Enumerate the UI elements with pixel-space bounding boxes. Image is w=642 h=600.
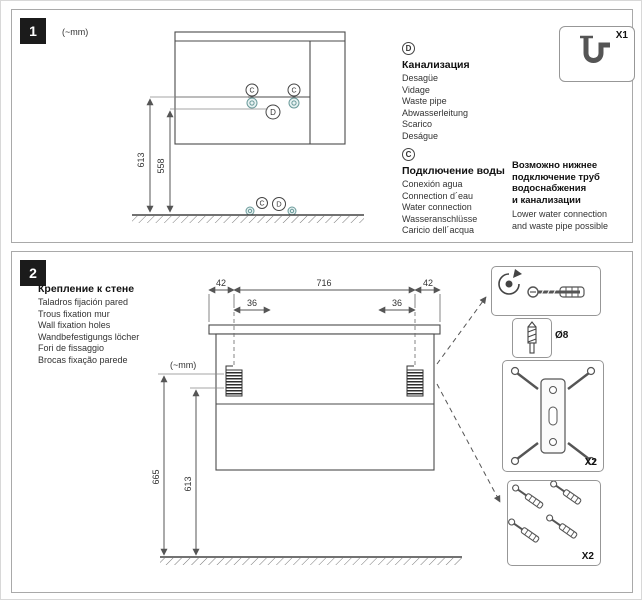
floor-connection-markers: C D: [245, 197, 297, 216]
drain-title: Канализация: [402, 59, 470, 71]
dim-665-label: 665: [151, 469, 161, 484]
ground-hatch-2: [160, 556, 462, 565]
svg-text:C: C: [249, 88, 254, 95]
height-dimensions: [150, 96, 268, 110]
detail-arrows: [436, 296, 501, 503]
note-title: водоснабжения: [512, 183, 587, 194]
water-translation: Conexión agua: [402, 179, 463, 189]
water-translation: Wasseranschlüsse: [402, 213, 478, 224]
drill-bit-icon: [527, 321, 537, 354]
fixation-translation: Wall fixation holes: [38, 320, 111, 330]
dim-716-label: 716: [316, 278, 331, 288]
drain-legend: D Канализация Desagüe Vidage Waste pipe …: [402, 38, 520, 142]
drain-translation: Abwasserleitung: [402, 107, 469, 118]
water-translation: Caricio dell´acqua: [402, 225, 475, 235]
press-turn-icon: [498, 269, 585, 298]
lower-connection-note: Возможно нижнее подключение труб водосна…: [512, 160, 630, 232]
fixation-translation: Trous fixation mur: [38, 308, 110, 319]
dim-613-label: 613: [136, 152, 146, 167]
connection-height-drawing: C C D 613 558 C D: [132, 31, 364, 223]
svg-text:D: D: [276, 200, 282, 209]
siphon-icon: [580, 35, 610, 63]
units-label-2: (~mm): [170, 360, 196, 370]
fixation-translation: Taladros fijación pared: [38, 297, 129, 307]
dim-36-right-label: 36: [392, 298, 402, 308]
drain-translation: Waste pipe: [402, 96, 447, 106]
dim-36-left-label: 36: [247, 298, 257, 308]
dim-42-left-label: 42: [216, 278, 226, 288]
wall-fixation-drawing: 42 716 42 36 36 (~mm) 665 613: [151, 278, 501, 565]
anchor-count-label: X2: [581, 551, 594, 562]
svg-text:D: D: [270, 108, 276, 117]
fixation-translation: Wandbefestigungs löcher: [38, 331, 140, 342]
water-legend: C Подключение воды Conexión agua Connect…: [402, 144, 522, 237]
vanity-front-outline: [208, 324, 441, 471]
water-fitting-icons: [246, 97, 300, 109]
siphon-kit-box: X1: [559, 26, 635, 82]
note-title: и канализации: [512, 194, 581, 206]
bracket-count-label: X2: [584, 457, 597, 468]
panel-2-wall-fixation: 2 Крепление к стене Taladros fijación pa…: [11, 251, 633, 593]
drill-detail-box: [512, 318, 552, 358]
water-title: Подключение воды: [402, 165, 505, 177]
note-translation: and waste pipe possible: [512, 220, 609, 231]
anchors-detail-box: X2: [507, 480, 601, 566]
dim-42-right-label: 42: [423, 278, 433, 288]
drain-translation: Desagüe: [402, 73, 439, 83]
note-title: Возможно нижнее: [512, 160, 598, 171]
bracket-screws-icon: [510, 366, 596, 466]
fixation-translation: Brocas fixação parede: [38, 354, 128, 365]
kit-count-label: X1: [615, 30, 628, 41]
svg-text:C: C: [291, 88, 296, 95]
ground-hatch: [132, 214, 364, 223]
width-dimensions: [208, 294, 441, 322]
bracket-detail-box: X2: [502, 360, 604, 472]
drain-translation: Scarico: [402, 119, 433, 129]
fixation-translation: Fori de fissaggio: [38, 343, 105, 353]
panel-1-connections: 1 (~mm): [11, 9, 635, 243]
step-number-1: 1: [20, 18, 46, 44]
height-dimension-extensions: [158, 373, 224, 389]
drain-translation: Deságue: [402, 130, 439, 141]
vanity-cabinet-outline: [174, 31, 346, 145]
bracket-leader-lines: [233, 312, 416, 368]
dim-613-label-2: 613: [183, 476, 193, 491]
water-translation: Water connection: [402, 202, 472, 212]
note-translation: Lower water connection: [512, 209, 608, 219]
svg-text:C: C: [259, 200, 264, 207]
drain-marker-icon: D: [402, 42, 415, 55]
water-translation: Connection d´eau: [402, 190, 474, 201]
drain-translation: Vidage: [402, 84, 430, 95]
units-label-1: (~mm): [62, 27, 89, 37]
wall-fixation-legend: Крепление к стене Taladros fijación pare…: [38, 280, 198, 366]
fixation-title: Крепление к стене: [38, 283, 135, 295]
step-number-2: 2: [20, 260, 46, 286]
connection-markers: C C D: [245, 83, 301, 120]
note-title: подключение труб: [512, 171, 600, 183]
mounting-bracket-icon: [225, 365, 424, 397]
dim-558-label: 558: [156, 158, 166, 173]
screw-in-detail-box: [491, 266, 601, 316]
drill-diameter-label: Ø8: [555, 330, 569, 341]
wall-anchor-icon: [508, 480, 582, 543]
water-marker-icon: C: [402, 148, 415, 161]
